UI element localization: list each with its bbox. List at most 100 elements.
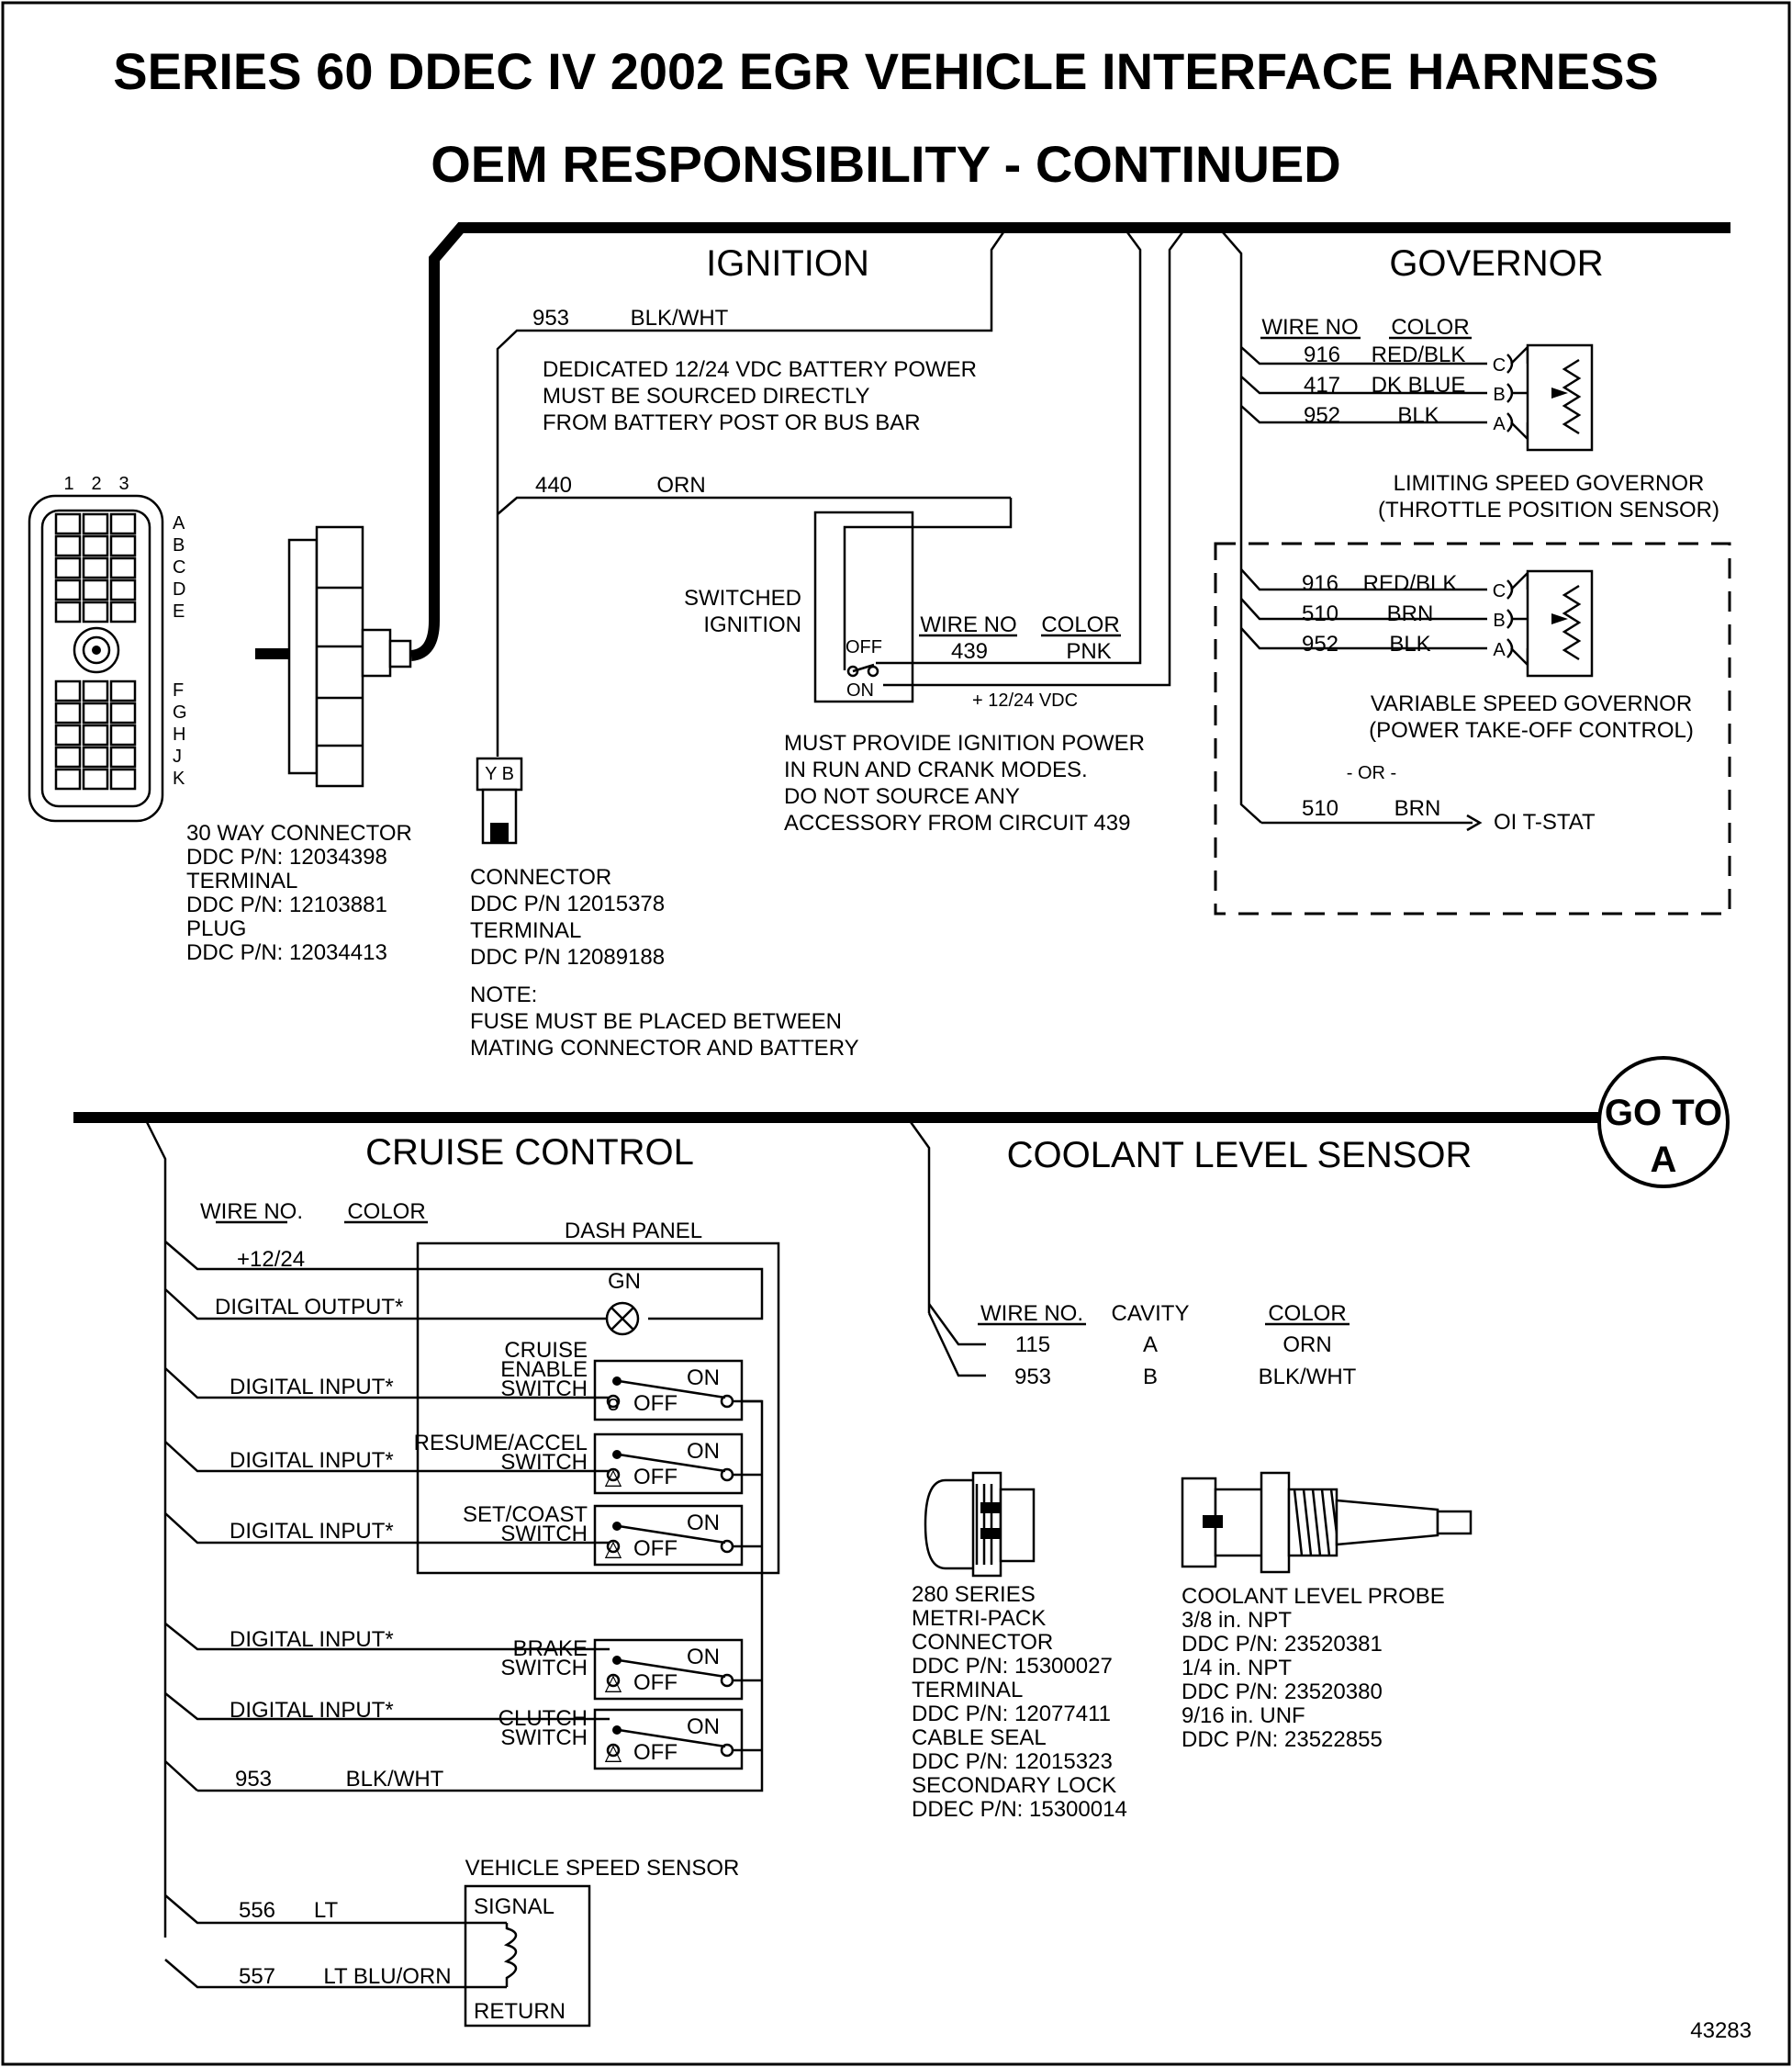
wire-115-coolant (927, 1303, 986, 1346)
wire-557 (164, 1959, 507, 1989)
connector-cavity (82, 768, 109, 791)
svg-text:BRN: BRN (1394, 796, 1441, 821)
limiting-governor-sensor (1526, 343, 1594, 452)
connector-cavity (82, 680, 109, 702)
ignition-switch-off: OFF (846, 637, 882, 657)
svg-text:DK BLUE: DK BLUE (1372, 373, 1466, 398)
ignition-note-line-1: MUST PROVIDE IGNITION POWER (784, 731, 1145, 756)
vdc-label: + 12/24 VDC (972, 691, 1078, 711)
svg-text:OFF: OFF (633, 1670, 678, 1695)
connector-cavity (109, 724, 137, 747)
svg-text:510: 510 (1302, 796, 1338, 821)
coolant-trunk (909, 1121, 931, 1313)
cruise-header-no: WIRE NO. (200, 1199, 303, 1224)
coolant-heading: COOLANT LEVEL SENSOR (1007, 1135, 1473, 1175)
wire-557-number: 557 (239, 1964, 275, 1989)
svg-text:ON: ON (687, 1511, 720, 1535)
switch-name-line: ENABLE (500, 1357, 588, 1382)
limiting-governor-caption-2: (THROTTLE POSITION SENSOR) (1378, 498, 1719, 522)
svg-text:△: △ (605, 1740, 622, 1765)
connector-cavity (54, 601, 82, 623)
svg-text:OFF: OFF (633, 1740, 678, 1765)
switch-name-line: CRUISE (504, 1338, 588, 1363)
goto-a-marker: GO TO A (1597, 1056, 1730, 1188)
ignition-2-pin-connector: Y B (476, 757, 523, 845)
svg-text:B: B (1493, 385, 1505, 405)
connector-cavity (82, 512, 109, 535)
connector-cavity (109, 601, 137, 623)
svg-text:DDC P/N: 12015323: DDC P/N: 12015323 (912, 1749, 1113, 1774)
ignition-note-line-2: IN RUN AND CRANK MODES. (784, 758, 1088, 782)
svg-text:F: F (173, 680, 184, 701)
svg-text:TERMINAL: TERMINAL (912, 1678, 1023, 1702)
ignition-switch-box (813, 511, 914, 703)
svg-text:30 WAY CONNECTOR: 30 WAY CONNECTOR (186, 821, 412, 846)
digital-output-label: DIGITAL OUTPUT* (215, 1295, 403, 1320)
svg-text:DDC P/N: 12077411: DDC P/N: 12077411 (912, 1702, 1111, 1726)
svg-text:PLUG: PLUG (186, 916, 246, 941)
svg-text:1/4 in. NPT: 1/4 in. NPT (1182, 1656, 1292, 1680)
svg-text:BLK: BLK (1389, 632, 1430, 657)
cruise-trunk (145, 1121, 167, 1938)
connector-cavity (54, 579, 82, 601)
metri-pack-caption: 280 SERIES METRI-PACK CONNECTOR DDC P/N:… (912, 1582, 1127, 1822)
vss-title: VEHICLE SPEED SENSOR (465, 1856, 740, 1881)
connector-cavity (54, 768, 82, 791)
wire-953-return-number: 953 (235, 1767, 272, 1792)
fuse-note-line-2: FUSE MUST BE PLACED BETWEEN (470, 1009, 842, 1034)
switch-name-line: SET/COAST (463, 1502, 588, 1527)
tstat-wire: 510 BRN OI T-STAT (1261, 796, 1596, 835)
ignition-heading: IGNITION (706, 243, 869, 284)
wire-439-ignition (876, 231, 1142, 665)
switch-name-line: SWITCH (500, 1450, 588, 1475)
switched-ignition-line-2: IGNITION (703, 612, 801, 637)
connector-cavity (109, 768, 137, 791)
svg-text:1: 1 (63, 474, 73, 494)
coolant-wire-953-number: 953 (1014, 1365, 1051, 1389)
svg-text:DDC P/N: 23522855: DDC P/N: 23522855 (1182, 1727, 1383, 1752)
connector-cavity (109, 746, 137, 769)
svg-text:G: G (173, 702, 187, 723)
svg-text:GO TO: GO TO (1605, 1093, 1722, 1133)
variable-governor-sensor (1526, 569, 1594, 678)
title-line-2: OEM RESPONSIBILITY - CONTINUED (431, 135, 1340, 193)
gn-lamp-label: GN (608, 1269, 641, 1294)
svg-text:o: o (607, 1391, 619, 1416)
coolant-level-probe (1181, 1471, 1473, 1574)
svg-text:RED/BLK: RED/BLK (1372, 343, 1466, 367)
svg-text:OFF: OFF (633, 1391, 678, 1416)
svg-text:952: 952 (1302, 632, 1338, 657)
svg-text:Y B: Y B (485, 764, 514, 784)
vss-return-label: RETURN (474, 1999, 566, 2024)
connector-cavity (109, 534, 137, 557)
connector-cavity (82, 601, 109, 623)
svg-text:△: △ (605, 1536, 622, 1561)
wire-439-number: 439 (951, 639, 988, 664)
svg-text:B: B (173, 535, 185, 556)
wire-440-ignition (497, 496, 1011, 515)
svg-text:A: A (1651, 1140, 1677, 1180)
svg-text:DDC P/N: 23520380: DDC P/N: 23520380 (1182, 1679, 1383, 1704)
vss-coil-icon (503, 1923, 518, 1987)
switched-ignition-line-1: SWITCHED (684, 586, 801, 611)
connector-cavity (109, 579, 137, 601)
svg-text:417: 417 (1304, 373, 1340, 398)
wire-953-return (164, 1760, 198, 1792)
svg-text:OFF: OFF (633, 1465, 678, 1489)
variable-governor-wires: 916 RED/BLK 510 BRN 952 BLK C B A (1240, 568, 1551, 668)
governor-header-no: WIRE NO (1261, 315, 1358, 340)
connector-cavity (109, 512, 137, 535)
svg-text:OI T-STAT: OI T-STAT (1494, 810, 1596, 835)
connector-cavity (54, 534, 82, 557)
connector-cavity (54, 702, 82, 725)
cruise-heading: CRUISE CONTROL (365, 1132, 694, 1173)
svg-text:H: H (173, 725, 185, 745)
svg-text:C: C (1493, 355, 1506, 376)
coolant-header-no: WIRE NO. (980, 1301, 1083, 1326)
svg-text:3: 3 (118, 474, 129, 494)
connector-cavity (82, 556, 109, 579)
vss-signal-label: SIGNAL (474, 1894, 554, 1919)
svg-text:B: B (1493, 611, 1505, 631)
